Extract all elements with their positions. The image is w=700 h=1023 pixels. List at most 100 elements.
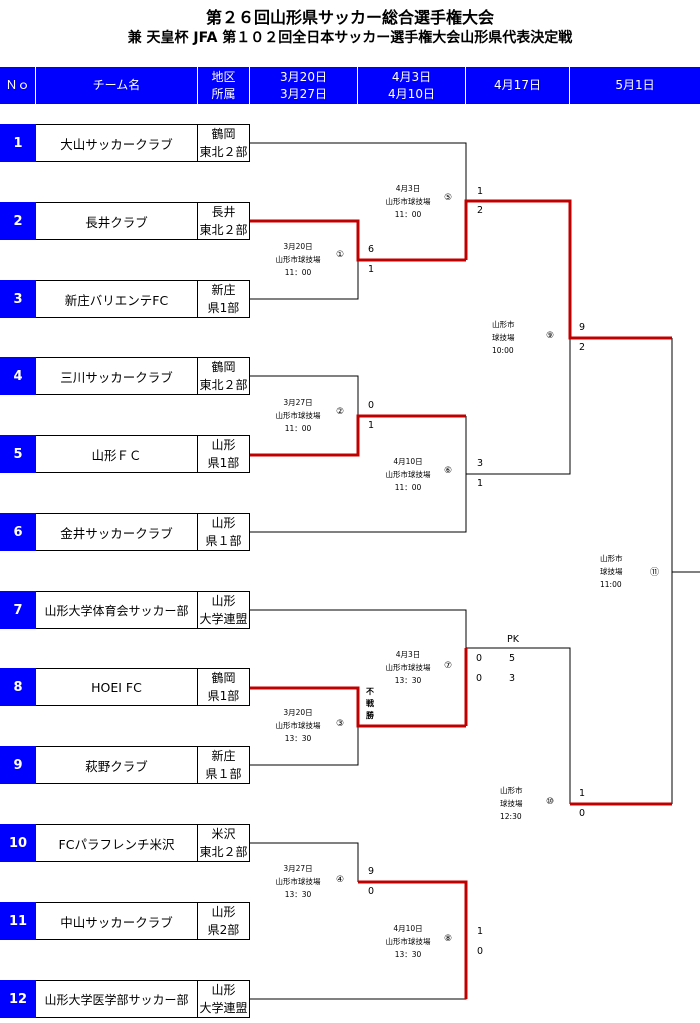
match-10-score-top: 1 — [579, 788, 586, 799]
region-league: 県1部 — [207, 689, 240, 703]
match-4-time: 13：30 — [284, 890, 312, 899]
team-name: 長井クラブ — [36, 202, 198, 240]
bracket-line — [466, 338, 571, 475]
team-region: 長井東北２部 — [198, 202, 250, 240]
region-area: 山形 — [211, 983, 236, 997]
team-no: 10 — [0, 824, 36, 862]
team-region: 新庄県1部 — [198, 280, 250, 318]
match-2-number: ② — [336, 407, 345, 417]
region-area: 鶴岡 — [211, 360, 236, 374]
team-no: 9 — [0, 746, 36, 784]
match-2-time: 11：00 — [284, 424, 312, 433]
match-9-time: 10:00 — [492, 346, 514, 355]
match-6-date: 4月10日 — [393, 457, 423, 466]
match-7-time: 13：30 — [394, 676, 422, 685]
match-9-venue-2: 球技場 — [492, 333, 515, 342]
page-subtitle: 兼 天皇杯 JFA 第１０２回全日本サッカー選手権大会山形県代表決定戦 — [127, 30, 573, 46]
header-region-1: 地区 — [211, 69, 236, 84]
match-3-date: 3月20日 — [283, 708, 313, 717]
match-8-time: 13：30 — [394, 950, 422, 959]
team-no: 3 — [0, 280, 36, 318]
region-league: 大学連盟 — [199, 612, 248, 626]
header-round1-date2: 3月27日 — [280, 86, 327, 101]
match-4-date: 3月27日 — [283, 864, 313, 873]
match-1-info: 3月20日 山形市球技場 11：00 — [268, 240, 328, 279]
match-5-score-top: 1 — [477, 186, 484, 197]
team-no: 12 — [0, 980, 36, 1018]
team-name: 中山サッカークラブ — [36, 902, 198, 940]
winner-line — [464, 199, 672, 340]
header-no: Ｎｏ — [0, 67, 36, 104]
match-2-info: 3月27日 山形市球技場 11：00 — [268, 396, 328, 435]
region-league: 県1部 — [207, 456, 240, 470]
match-3-forfeit-note: 不 戦 勝 — [365, 686, 375, 722]
match-10-score-bottom: 0 — [579, 808, 586, 819]
region-area: 山形 — [211, 438, 236, 452]
match-5-date: 4月3日 — [395, 184, 421, 193]
match-4-venue: 山形市球技場 — [275, 877, 321, 886]
match-6-time: 11：00 — [394, 483, 422, 492]
match-10-time: 12:30 — [500, 812, 522, 821]
match-8-venue: 山形市球技場 — [385, 937, 431, 946]
match-11-number: ⑪ — [650, 568, 660, 578]
header-region: 地区 所属 — [198, 67, 250, 104]
team-name: 山形ＦＣ — [36, 435, 198, 473]
bracket-line — [466, 647, 571, 804]
match-8-info: 4月10日 山形市球技場 13：30 — [378, 922, 438, 961]
region-league: 大学連盟 — [199, 1001, 248, 1015]
team-no: 11 — [0, 902, 36, 940]
team-no: 1 — [0, 124, 36, 162]
match-8-number: ⑧ — [444, 934, 453, 944]
match-10-venue-2: 球技場 — [500, 799, 523, 808]
team-region: 山形県１部 — [198, 513, 250, 551]
match-5-score-bottom: 2 — [477, 205, 484, 216]
bracket-line — [250, 416, 467, 533]
region-league: 県１部 — [205, 534, 242, 548]
match-5-time: 11：00 — [394, 210, 422, 219]
header-round2-date2: 4月10日 — [388, 86, 435, 101]
region-league: 県１部 — [205, 767, 242, 781]
region-league: 東北２部 — [199, 845, 248, 859]
match-5-number: ⑤ — [444, 193, 453, 203]
match-8-score-bottom: 0 — [477, 946, 484, 957]
match-7-date: 4月3日 — [395, 650, 421, 659]
match-7-score-top: 0 — [476, 653, 483, 664]
region-area: 山形 — [211, 905, 236, 919]
team-no: 2 — [0, 202, 36, 240]
header-round1: 3月20日 3月27日 — [250, 67, 358, 104]
match-9-info: 山形市 球技場 10:00 — [492, 318, 532, 357]
match-2-score-top: 0 — [368, 400, 375, 411]
match-9-venue-1: 山形市 — [492, 320, 515, 329]
region-area: 鶴岡 — [211, 671, 236, 685]
match-4-number: ④ — [336, 875, 345, 885]
winner-line — [358, 880, 468, 999]
team-no: 5 — [0, 435, 36, 473]
header-round2-date1: 4月3日 — [391, 69, 432, 84]
match-1-date: 3月20日 — [283, 242, 313, 251]
match-9-score-bottom: 2 — [579, 342, 586, 353]
match-10-info: 山形市 球技場 12:30 — [500, 784, 540, 823]
winner-line — [250, 219, 466, 262]
region-league: 県2部 — [207, 923, 240, 937]
page-title: 第２６回山形県サッカー総合選手権大会 — [205, 8, 494, 27]
team-name: 山形大学医学部サッカー部 — [36, 980, 198, 1018]
team-region: 山形県1部 — [198, 435, 250, 473]
team-name: 金井サッカークラブ — [36, 513, 198, 551]
match-10-venue-1: 山形市 — [500, 786, 523, 795]
match-11-venue-2: 球技場 — [600, 567, 623, 576]
team-name: HOEI FC — [36, 668, 198, 706]
match-1-score-top: 6 — [368, 244, 375, 255]
match-1-venue: 山形市球技場 — [275, 255, 321, 264]
team-region: 鶴岡県1部 — [198, 668, 250, 706]
team-region: 山形大学連盟 — [198, 591, 250, 629]
match-6-info: 4月10日 山形市球技場 11：00 — [378, 455, 438, 494]
match-4-info: 3月27日 山形市球技場 13：30 — [268, 862, 328, 901]
match-5-info: 4月3日 山形市球技場 11：00 — [378, 182, 438, 221]
match-8-score-top: 1 — [477, 926, 484, 937]
region-area: 新庄 — [211, 283, 236, 297]
match-9-score-top: 9 — [579, 322, 586, 333]
team-no: 4 — [0, 357, 36, 395]
match-2-date: 3月27日 — [283, 398, 313, 407]
match-10-number: ⑩ — [546, 797, 555, 807]
